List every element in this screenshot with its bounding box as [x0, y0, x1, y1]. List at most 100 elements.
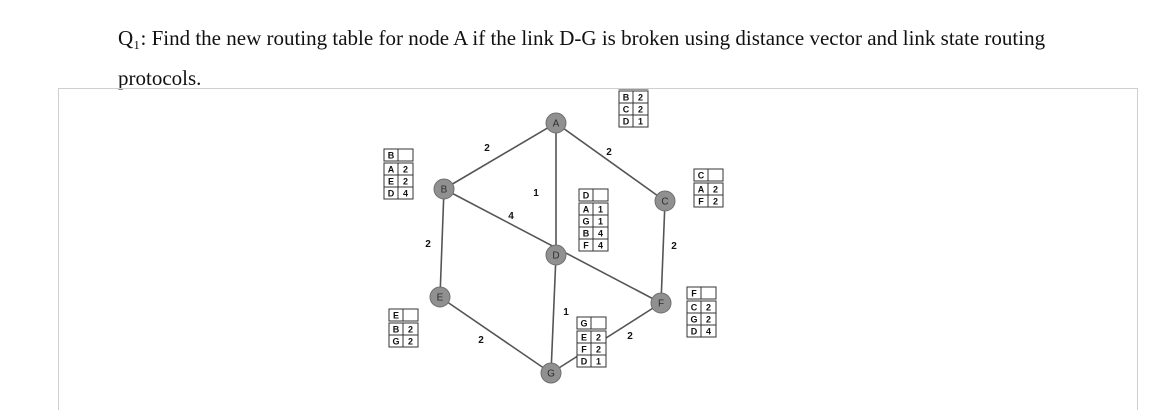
table-header-b: B — [388, 151, 395, 161]
table-dest-e: B — [393, 325, 400, 335]
table-cost-a: 1 — [638, 117, 643, 127]
node-label-b: B — [441, 185, 448, 196]
question-text: Q₁: Find the new routing table for node … — [118, 18, 1098, 98]
link-c-f — [660, 200, 666, 304]
table-header-blank — [592, 188, 609, 202]
question-body: Find the new routing table for node A if… — [118, 26, 1046, 90]
table-dest-e: G — [392, 337, 399, 347]
link-e-g — [439, 296, 552, 374]
table-dest-f: G — [690, 315, 697, 325]
node-c — [654, 190, 676, 212]
link-cost-d-g: 1 — [563, 307, 569, 318]
table-dest-a: C — [623, 105, 630, 115]
table-cell — [592, 238, 609, 252]
table-header-blank — [700, 286, 717, 300]
table-cost-f: 2 — [706, 303, 711, 313]
table-cell — [632, 114, 649, 128]
table-header-blank — [707, 168, 724, 182]
table-header-blank — [402, 308, 419, 322]
link-cost-b-f: 4 — [508, 211, 514, 222]
table-dest-c: A — [698, 185, 705, 195]
table-dest-g: D — [581, 357, 588, 367]
table-cost-g: 1 — [596, 357, 601, 367]
node-b — [433, 178, 455, 200]
table-cell — [700, 324, 717, 338]
table-cost-g: 2 — [596, 333, 601, 343]
table-dest-b: D — [388, 189, 395, 199]
table-header-e: E — [393, 311, 399, 321]
link-b-e — [439, 188, 445, 298]
table-dest-c: F — [698, 197, 704, 207]
table-cost-b: 4 — [403, 189, 408, 199]
link-a-c — [555, 122, 666, 202]
node-f — [650, 292, 672, 314]
table-header-g: G — [580, 319, 587, 329]
table-header-d: D — [583, 191, 590, 201]
table-dest-b: E — [388, 177, 394, 187]
table-dest-b: A — [388, 165, 395, 175]
node-d — [545, 244, 567, 266]
node-label-a: A — [553, 119, 560, 130]
table-cost-f: 4 — [706, 327, 711, 337]
network-figure: 221242212ABCDEFGAB2C2D1BA2E2D4CA2F2DA1G1… — [58, 88, 1138, 410]
routing-table-a: AB2C2D1 — [618, 89, 649, 128]
link-cost-a-c: 2 — [606, 147, 612, 158]
network-diagram: 221242212ABCDEFGAB2C2D1BA2E2D4CA2F2DA1G1… — [383, 89, 724, 384]
link-cost-a-d: 1 — [533, 188, 539, 199]
table-dest-f: D — [691, 327, 698, 337]
table-cell — [707, 194, 724, 208]
question-number: Q₁: — [118, 26, 147, 50]
table-cost-c: 2 — [713, 185, 718, 195]
table-cell — [590, 354, 607, 368]
table-header-c: C — [698, 171, 705, 181]
table-cost-b: 2 — [403, 165, 408, 175]
link-a-b — [443, 122, 557, 190]
table-dest-f: C — [691, 303, 698, 313]
link-cost-c-f: 2 — [671, 241, 677, 252]
table-dest-d: B — [583, 229, 590, 239]
table-dest-g: F — [581, 345, 587, 355]
link-cost-b-e: 2 — [425, 239, 431, 250]
node-e — [429, 286, 451, 308]
node-label-f: F — [658, 299, 664, 310]
node-label-g: G — [547, 369, 555, 380]
node-g — [540, 362, 562, 384]
table-cost-f: 2 — [706, 315, 711, 325]
table-cost-e: 2 — [408, 337, 413, 347]
table-cost-d: 4 — [598, 241, 603, 251]
table-header-blank — [590, 316, 607, 330]
node-label-d: D — [552, 251, 559, 262]
table-cost-d: 1 — [598, 205, 603, 215]
table-cell — [402, 334, 419, 348]
table-cost-d: 4 — [598, 229, 603, 239]
table-header-blank — [397, 148, 414, 162]
node-label-e: E — [437, 293, 444, 304]
table-dest-d: G — [582, 217, 589, 227]
link-cost-g-f: 2 — [627, 331, 633, 342]
table-dest-d: F — [583, 241, 589, 251]
link-d-g — [550, 254, 557, 374]
table-cell — [397, 186, 414, 200]
link-cost-a-b: 2 — [484, 143, 490, 154]
node-a — [545, 112, 567, 134]
table-dest-a: D — [623, 117, 630, 127]
node-label-c: C — [661, 197, 668, 208]
table-cost-e: 2 — [408, 325, 413, 335]
table-cost-a: 2 — [638, 93, 643, 103]
table-cost-g: 2 — [596, 345, 601, 355]
table-dest-d: A — [583, 205, 590, 215]
table-cost-d: 1 — [598, 217, 603, 227]
table-dest-a: B — [623, 93, 630, 103]
table-header-f: F — [691, 289, 697, 299]
table-dest-g: E — [581, 333, 587, 343]
table-cost-a: 2 — [638, 105, 643, 115]
link-cost-e-g: 2 — [478, 335, 484, 346]
table-cost-b: 2 — [403, 177, 408, 187]
